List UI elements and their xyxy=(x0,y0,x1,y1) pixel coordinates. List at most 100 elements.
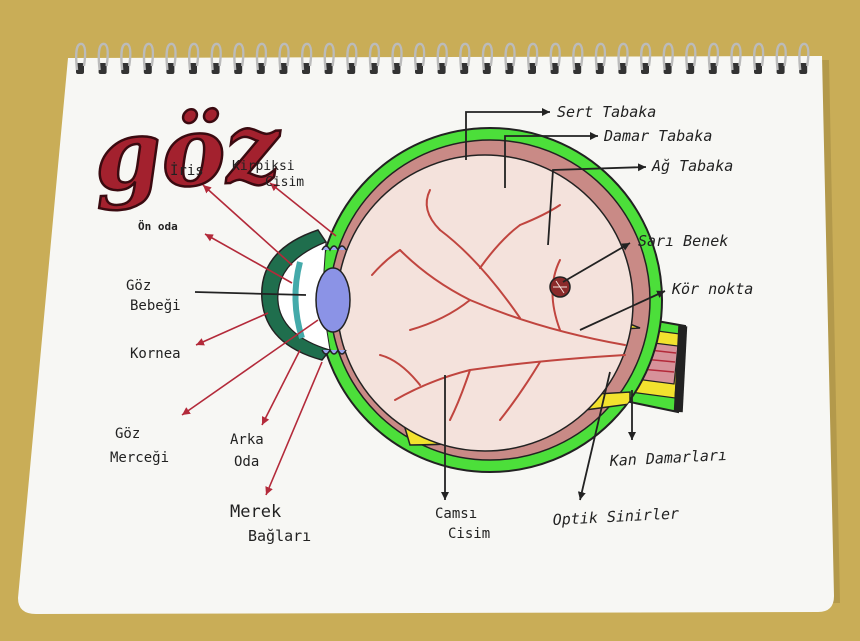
spiral-hole xyxy=(392,63,401,74)
spiral-ring xyxy=(459,42,471,71)
spiral-ring xyxy=(685,42,697,71)
spiral-hole xyxy=(482,63,491,74)
label-merek-baglari-2: Bağları xyxy=(248,527,311,545)
spiral-hole xyxy=(595,63,604,74)
spiral-ring xyxy=(504,42,516,71)
spiral-ring xyxy=(233,42,245,71)
leader-lines-black xyxy=(194,108,666,501)
spiral-hole xyxy=(686,63,695,74)
spiral-ring xyxy=(346,42,358,71)
spiral-hole xyxy=(708,63,717,74)
spiral-ring xyxy=(187,42,200,71)
page-title: göz xyxy=(91,90,285,213)
spiral-ring xyxy=(707,42,720,71)
spiral-ring xyxy=(639,42,652,71)
label-iris: İris xyxy=(170,161,204,179)
label-goz-mercegi-1: Göz xyxy=(115,426,140,442)
spiral-ring xyxy=(165,42,177,71)
label-camsi-cisim-2: Cisim xyxy=(448,526,490,542)
lens xyxy=(315,267,351,333)
spiral-hole xyxy=(76,63,84,74)
spiral-hole xyxy=(369,63,378,74)
spiral-ring xyxy=(97,42,109,71)
spiral-ring xyxy=(572,42,584,71)
label-merek-baglari-1: Merek xyxy=(230,502,281,522)
spiral-ring xyxy=(775,42,787,71)
spiral-hole xyxy=(663,63,672,74)
label-ag-tabaka: Ağ Tabaka xyxy=(651,157,733,175)
anterior-chamber xyxy=(277,241,331,351)
spiral-ring xyxy=(142,42,155,71)
spiral-ring xyxy=(278,42,290,71)
label-camsi-cisim-1: Camsı xyxy=(435,506,477,522)
label-goz-mercegi-2: Merceği xyxy=(110,450,169,466)
spiral-ring xyxy=(617,42,629,71)
leader-lines-red xyxy=(181,182,337,496)
spiral-ring xyxy=(323,42,335,71)
spiral-ring xyxy=(526,42,539,71)
label-kirpiksi-cisim-2: Cisim xyxy=(265,175,304,190)
spiral-hole xyxy=(347,63,356,74)
spiral-hole xyxy=(731,63,740,74)
spiral-hole xyxy=(550,63,559,74)
spiral-ring xyxy=(74,42,87,71)
spiral-binding xyxy=(74,42,810,74)
spiral-ring xyxy=(549,42,561,71)
label-sert-tabaka: Sert Tabaka xyxy=(557,103,656,121)
spiral-ring xyxy=(436,42,448,71)
spiral-hole xyxy=(799,63,808,74)
label-goz-bebegi-2: Bebeği xyxy=(130,298,181,314)
spiral-hole xyxy=(121,63,130,74)
label-kornea: Kornea xyxy=(130,346,181,362)
spiral-hole xyxy=(98,63,107,74)
spiral-ring xyxy=(481,42,494,71)
label-goz-bebegi-1: Göz xyxy=(126,278,151,294)
spiral-hole xyxy=(324,63,333,74)
spiral-ring xyxy=(210,42,222,71)
spiral-hole xyxy=(618,63,627,74)
label-damar-tabaka: Damar Tabaka xyxy=(603,127,712,145)
spiral-hole xyxy=(211,63,220,74)
ciliary-body-top xyxy=(321,245,347,252)
spiral-ring xyxy=(300,42,313,71)
spiral-ring xyxy=(120,42,132,71)
spiral-ring xyxy=(594,42,607,71)
spiral-hole xyxy=(641,63,649,74)
label-kirpiksi-cisim-1: Kirpiksi xyxy=(232,159,295,174)
spiral-ring xyxy=(368,42,381,71)
spiral-hole xyxy=(528,63,536,74)
anterior-segment xyxy=(261,229,351,361)
label-kor-nokta: Kör nokta xyxy=(671,280,753,298)
spiral-hole xyxy=(234,63,243,74)
spiral-hole xyxy=(279,63,288,74)
label-arka-oda-2: Oda xyxy=(234,454,259,470)
label-arka-oda-1: Arka xyxy=(230,432,264,448)
spiral-hole xyxy=(415,63,423,74)
spiral-ring xyxy=(255,42,268,71)
label-sari-benek: Sarı Benek xyxy=(638,232,728,250)
spiral-hole xyxy=(460,63,469,74)
spiral-hole xyxy=(189,63,197,74)
spiral-ring xyxy=(391,42,403,71)
spiral-hole xyxy=(166,63,175,74)
vitreous-body xyxy=(336,154,634,452)
spiral-hole xyxy=(505,63,514,74)
spiral-hole xyxy=(437,63,446,74)
spiral-ring xyxy=(798,42,810,71)
spiral-ring xyxy=(752,42,765,71)
spiral-hole xyxy=(754,63,762,74)
spiral-hole xyxy=(143,63,152,74)
spiral-ring xyxy=(730,42,742,71)
spiral-hole xyxy=(256,63,265,74)
ciliary-body-bottom xyxy=(321,348,347,355)
spiral-ring xyxy=(413,42,426,71)
iris-ring xyxy=(292,261,305,339)
spiral-hole xyxy=(573,63,582,74)
label-on-oda: Ön oda xyxy=(138,219,178,233)
retinal-vessels xyxy=(371,189,626,421)
spiral-hole xyxy=(302,63,310,74)
spiral-ring xyxy=(662,42,674,71)
spiral-hole xyxy=(776,63,785,74)
